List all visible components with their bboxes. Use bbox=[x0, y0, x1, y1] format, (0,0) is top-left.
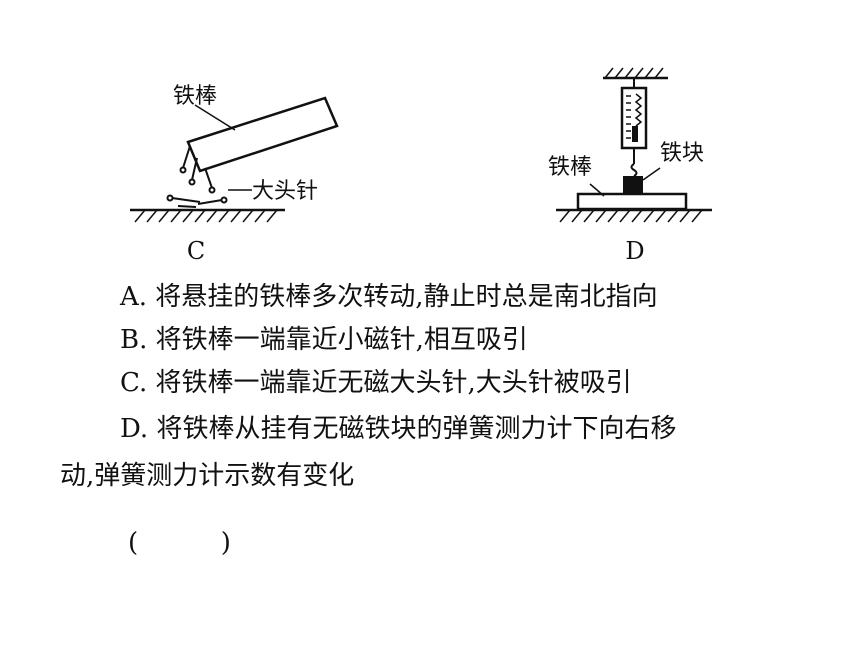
label-iron-bar-d: 铁棒 bbox=[548, 155, 592, 180]
label-iron-block-d: 铁块 bbox=[660, 141, 704, 166]
pins-c bbox=[166, 145, 228, 208]
scale-indicator bbox=[632, 126, 638, 142]
option-b: B. 将铁棒一端靠近小磁针,相互吸引 bbox=[120, 325, 528, 355]
spring-coil bbox=[634, 93, 643, 127]
panel-c: 铁棒 大头针 C bbox=[130, 84, 339, 265]
pointer-block-d bbox=[642, 167, 661, 181]
pointer-bar-c bbox=[194, 104, 236, 131]
caption-c: C bbox=[187, 237, 205, 265]
scale-hook bbox=[630, 163, 638, 177]
figure: 铁棒 大头针 C bbox=[130, 67, 712, 265]
ground-d-hatch bbox=[559, 209, 703, 223]
panel-d: 铁块 铁棒 D bbox=[548, 67, 712, 265]
label-iron-bar-c: 铁棒 bbox=[173, 84, 217, 109]
option-d-line2: 动,弹簧测力计示数有变化 bbox=[60, 461, 355, 491]
answer-blank[interactable]: ( ) bbox=[128, 528, 231, 558]
caption-d: D bbox=[625, 237, 644, 265]
option-a: A. 将悬挂的铁棒多次转动,静止时总是南北指向 bbox=[120, 282, 658, 312]
option-d-line1: D. 将铁棒从挂有无磁铁块的弹簧测力计下向右移 bbox=[120, 414, 677, 444]
label-pins-c: 大头针 bbox=[252, 179, 318, 204]
ceiling-d-hatch bbox=[604, 67, 664, 79]
spring-scale-ticks bbox=[626, 95, 631, 139]
iron-bar-d bbox=[576, 192, 688, 211]
ground-c-hatch bbox=[134, 209, 278, 223]
option-c: C. 将铁棒一端靠近无磁大头针,大头针被吸引 bbox=[120, 368, 632, 398]
pointer-bar-d bbox=[589, 183, 605, 197]
iron-block-d bbox=[623, 176, 643, 193]
